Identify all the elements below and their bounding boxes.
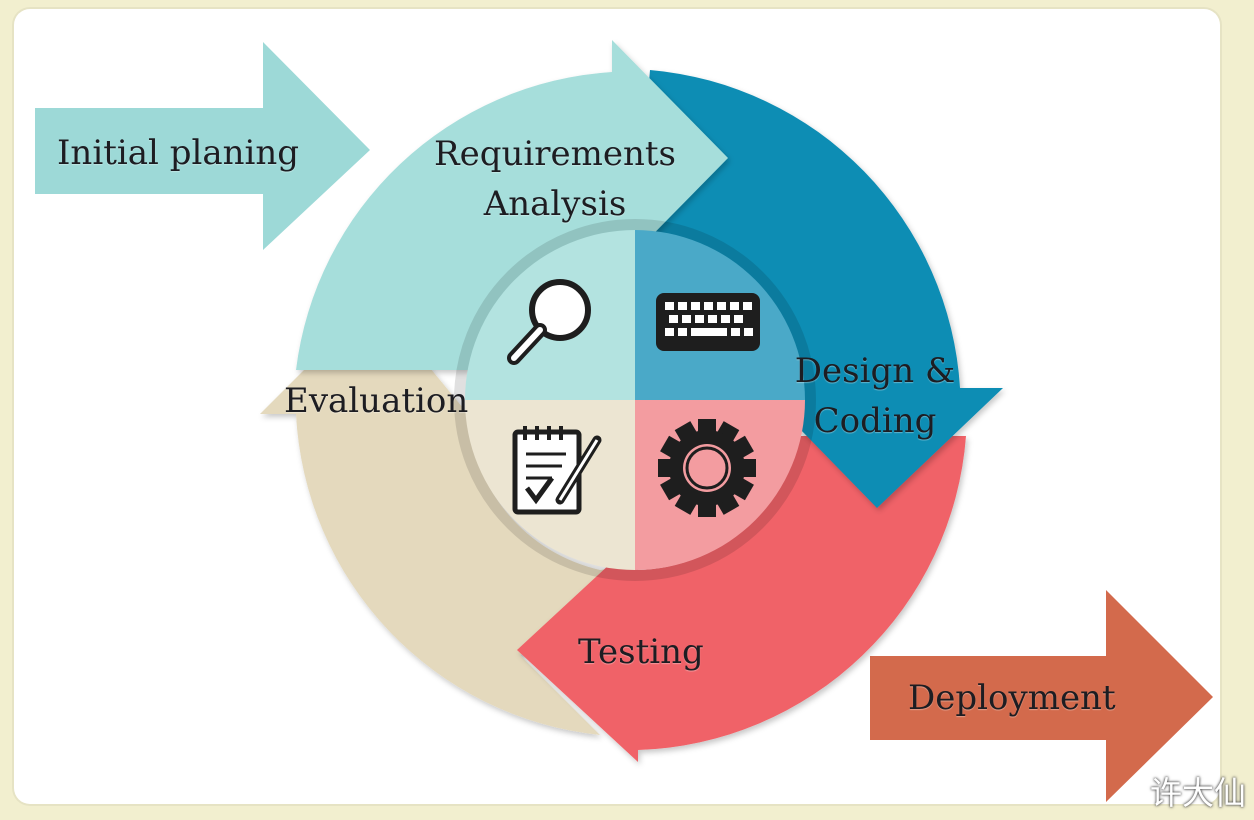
label-requirements-line2: Analysis <box>483 184 627 224</box>
label-deployment: Deployment <box>908 678 1116 718</box>
initial-planning-arrow <box>35 42 370 250</box>
deployment-arrow <box>870 590 1213 802</box>
label-testing: Testing <box>578 632 704 672</box>
gear-icon <box>658 419 756 517</box>
label-initial-planning: Initial planing <box>57 133 300 173</box>
magnifier-icon <box>507 279 591 365</box>
keyboard-icon <box>656 293 760 351</box>
label-requirements-analysis: Requirements Analysis <box>410 129 700 229</box>
watermark: 许大仙 <box>1149 774 1246 812</box>
requirements-segment <box>296 40 728 370</box>
label-requirements-line1: Requirements <box>433 134 676 174</box>
label-evaluation: Evaluation <box>284 381 469 421</box>
checklist-icon <box>512 426 602 515</box>
label-design-coding: Design & Coding <box>780 346 970 446</box>
design-segment <box>636 70 1003 508</box>
label-design-line1: Design & <box>794 351 956 391</box>
label-design-line2: Coding <box>813 401 937 441</box>
testing-segment <box>517 436 966 762</box>
